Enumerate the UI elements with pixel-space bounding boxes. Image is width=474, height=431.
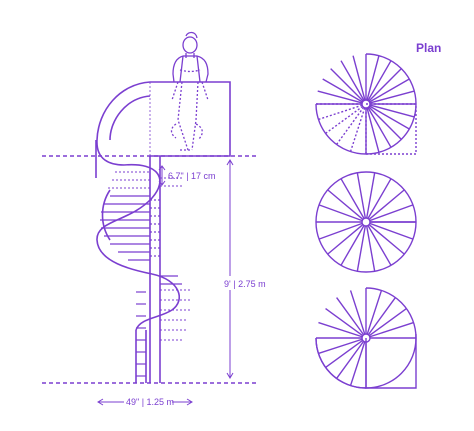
plan-tread-line <box>369 104 415 118</box>
spiral-handrail <box>95 81 181 383</box>
plan-tread-line <box>325 339 364 368</box>
plan-tread-line <box>317 90 363 104</box>
plan-center-post <box>361 333 371 343</box>
plan-tread-line <box>367 60 392 101</box>
plan-tread-line <box>366 225 376 272</box>
plan-tread-line <box>366 107 380 153</box>
plan-outline <box>315 53 417 155</box>
width-label-bg <box>124 395 172 409</box>
plan-view-full-circle <box>315 171 417 273</box>
plan-outline <box>315 337 367 389</box>
height-dimension-label: 9' | 2.75 m <box>224 279 266 289</box>
plan-tread-line <box>325 105 364 134</box>
plan-tread-line <box>340 60 365 101</box>
plan-tread-line <box>340 225 365 266</box>
plan-tread-line <box>327 189 364 220</box>
riser-dimension-label: 6.7" | 17 cm <box>168 171 216 181</box>
plan-tread-line <box>349 341 366 386</box>
plan-tread-line <box>356 225 366 272</box>
plan-tread-line <box>352 55 366 101</box>
plan-tread-line <box>368 224 405 255</box>
plan-tread-line <box>336 297 365 336</box>
plan-tread-line <box>336 340 365 379</box>
person-figure <box>170 31 209 151</box>
width-dimension-label: 49" | 1.25 m <box>126 397 174 407</box>
stair-treads <box>100 195 182 377</box>
plan-tread-line <box>367 297 396 336</box>
plan-title: Plan <box>416 41 441 55</box>
plan-tread-line <box>366 172 376 219</box>
height-dimension <box>226 159 234 379</box>
plan-tread-line <box>336 106 365 145</box>
plan-tread-line <box>367 107 392 148</box>
plan-tread-line <box>369 321 414 338</box>
plan-tread-line <box>369 90 415 104</box>
plan-tread-line <box>340 178 365 219</box>
plan-tread-line <box>369 204 414 222</box>
plan-tread-line <box>367 225 392 266</box>
plan-tread-line <box>318 321 363 338</box>
plan-tread-line <box>322 78 363 103</box>
plan-view-square-landing <box>315 287 417 389</box>
hidden-stair-lines <box>108 171 192 341</box>
plan-center-post <box>361 99 371 109</box>
plan-tread-line <box>369 222 414 240</box>
plan-tread-line <box>368 189 405 220</box>
height-label-bg <box>222 276 272 290</box>
plan-center-post <box>361 217 371 227</box>
plan-landing-outline <box>366 103 417 155</box>
plan-tread-line <box>366 290 383 335</box>
upper-landing <box>149 81 231 157</box>
plan-tread-line <box>366 55 380 101</box>
plan-tread-line <box>367 178 392 219</box>
plan-tread-line <box>325 308 364 337</box>
plan-tread-line <box>368 308 407 337</box>
plan-tread-line <box>318 338 363 355</box>
central-column <box>149 156 161 383</box>
plan-tread-line <box>349 290 366 335</box>
plan-tread-line <box>318 222 363 240</box>
plan-tread-line <box>318 204 363 222</box>
plan-tread-line <box>356 172 366 219</box>
plan-tread-line <box>327 224 364 255</box>
plan-tread-line <box>368 106 402 140</box>
plan-tread-line <box>368 68 402 102</box>
plan-tread-line <box>330 68 364 102</box>
plan-view-quarter-landing <box>315 53 417 155</box>
riser-dimension <box>158 165 166 186</box>
plan-tread-line <box>369 105 410 130</box>
plan-tread-line <box>369 78 410 103</box>
